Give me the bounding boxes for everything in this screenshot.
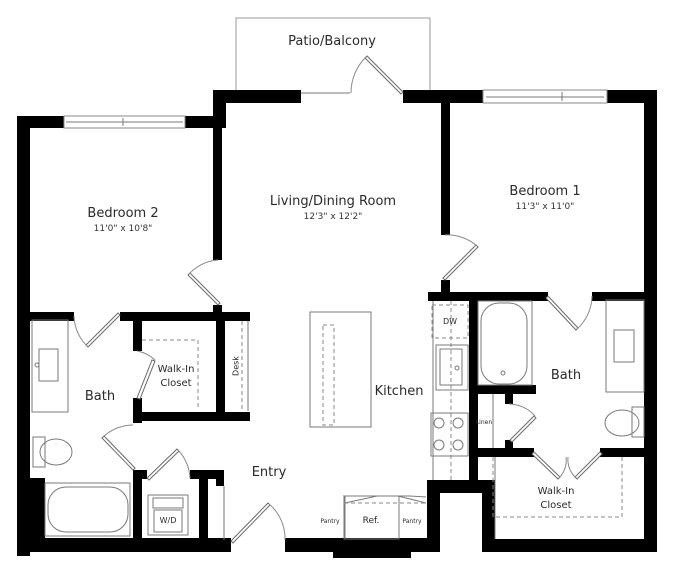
bedroom2-dims: 11'0" x 10'8" — [93, 224, 153, 234]
linen-label: Linen — [475, 419, 493, 426]
washer-dryer-label: W/D — [159, 516, 177, 525]
living-room-dims: 12'3" x 12'2" — [303, 212, 363, 222]
pantry-right-label: Pantry — [402, 518, 422, 525]
bedroom1-label: Bedroom 1 — [509, 184, 581, 199]
patio-outline — [235, 17, 431, 92]
exterior-walls — [17, 90, 657, 558]
closet-left-label-line1: Walk-In — [157, 364, 195, 375]
desk-label: Desk — [231, 356, 241, 376]
closet-right-label-line1: Walk-In — [537, 486, 575, 497]
interior-walls — [30, 100, 652, 550]
refrigerator-label: Ref. — [362, 516, 380, 526]
bath-right-label: Bath — [550, 368, 582, 383]
closet-right-label-line2: Closet — [540, 500, 572, 511]
bedroom2-label: Bedroom 2 — [87, 206, 159, 221]
windows — [63, 89, 608, 129]
patio-label: Patio/Balcony — [288, 34, 376, 49]
living-room-label: Living/Dining Room — [269, 194, 397, 209]
pantry-left-label: Pantry — [320, 518, 340, 525]
bedroom1-dims: 11'3" x 11'0" — [515, 202, 575, 212]
dishwasher-label: DW — [442, 317, 458, 326]
bath-left-label: Bath — [84, 389, 116, 404]
closet-left-label-line2: Closet — [160, 378, 192, 389]
entry-label: Entry — [251, 465, 287, 480]
kitchen-label: Kitchen — [374, 384, 424, 399]
fixtures — [31, 299, 645, 540]
doors — [73, 55, 603, 544]
